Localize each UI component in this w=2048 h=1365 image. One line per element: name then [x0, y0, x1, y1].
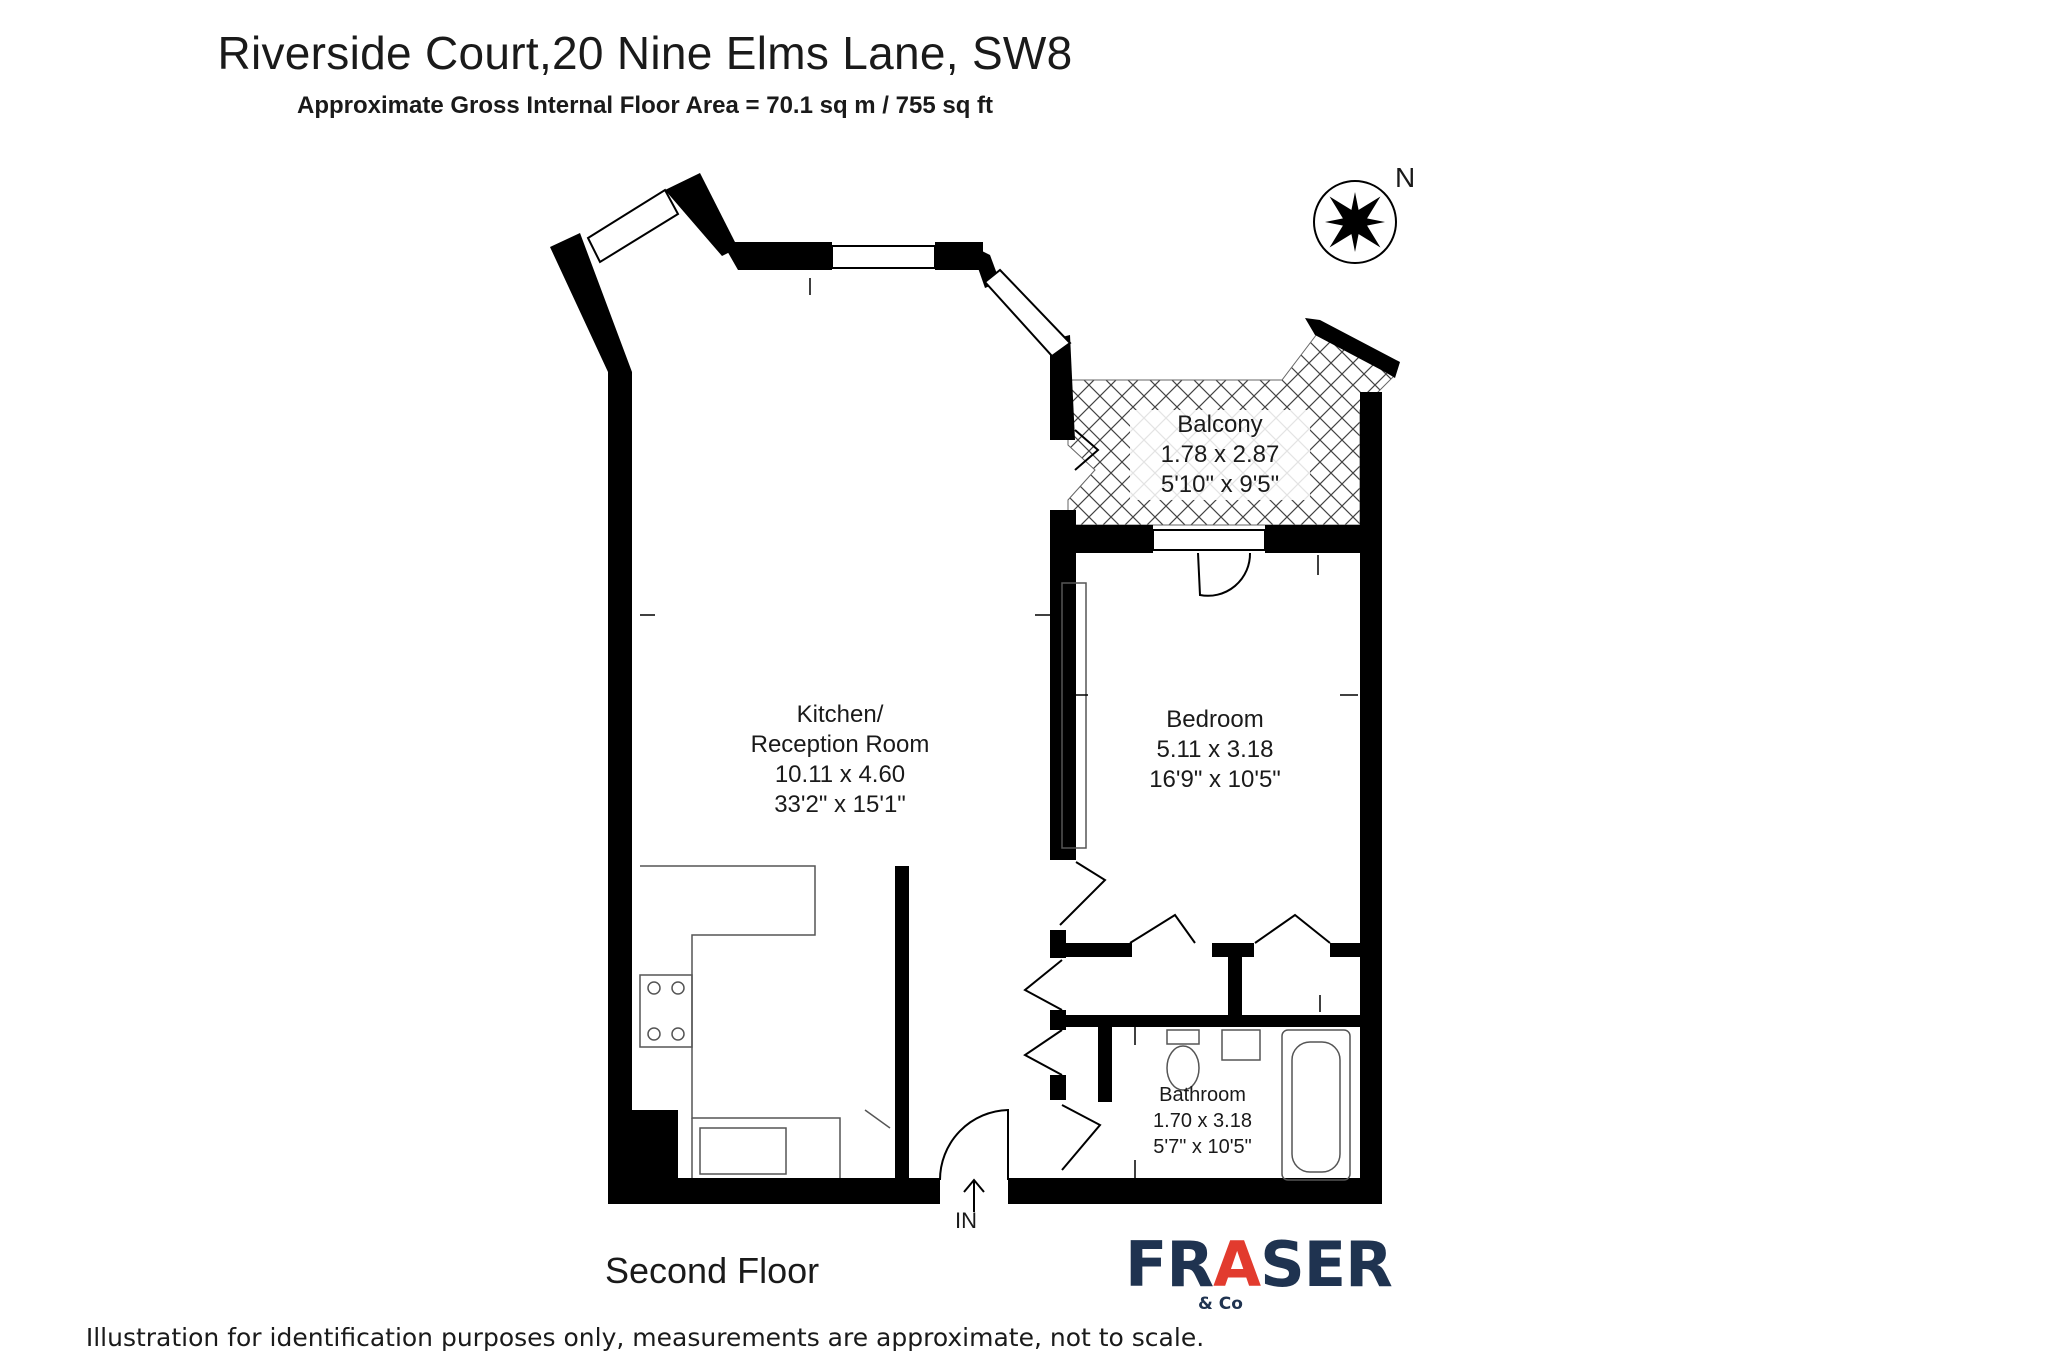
bedroom-wardrobe [1061, 582, 1087, 849]
plan-title: Riverside Court,20 Nine Elms Lane, SW8 [217, 27, 1073, 79]
logo-wordmark: FRASER [1125, 1228, 1393, 1301]
measure-markers [640, 278, 1358, 1178]
balcony-imperial: 5'10" x 9'5" [1160, 471, 1280, 498]
bathroom-name: Bathroom [1159, 1084, 1246, 1106]
walls [550, 173, 1400, 1204]
bedroom-metric: 5.11 x 3.18 [1156, 736, 1274, 763]
kitchen-imperial: 33'2" x 15'1" [774, 791, 906, 818]
balcony-metric: 1.78 x 2.87 [1160, 441, 1280, 468]
kitchen-metric: 10.11 x 4.60 [774, 761, 906, 788]
balcony-name: Balcony [1177, 411, 1263, 438]
entrance-arrow [963, 1178, 985, 1212]
room-balcony-label: Balcony 1.78 x 2.87 5'10" x 9'5" [1130, 410, 1310, 500]
compass-north-label: N [1395, 162, 1416, 193]
kitchen-units [639, 865, 891, 1178]
entrance-label: IN [955, 1208, 977, 1233]
compass-rose [1313, 180, 1397, 264]
bathroom-fixtures [1166, 1029, 1351, 1181]
bathroom-imperial: 5'7" x 10'5" [1153, 1136, 1252, 1158]
kitchen-name-line2: Reception Room [750, 731, 930, 758]
fraser-logo: FRASER & Co [1125, 1228, 1393, 1314]
bedroom-imperial: 16'9" x 10'5" [1149, 766, 1281, 793]
room-bathroom-label: Bathroom 1.70 x 3.18 5'7" x 10'5" [1130, 1082, 1275, 1160]
floor-name: Second Floor [605, 1250, 820, 1291]
disclaimer-footer: Illustration for identification purposes… [85, 1323, 1205, 1352]
doors [939, 429, 1331, 1181]
room-kitchen-label: Kitchen/ Reception Room 10.11 x 4.60 33'… [700, 700, 980, 820]
bathroom-metric: 1.70 x 3.18 [1153, 1110, 1252, 1132]
bedroom-name: Bedroom [1166, 706, 1264, 733]
room-bedroom-label: Bedroom 5.11 x 3.18 16'9" x 10'5" [1110, 705, 1320, 795]
kitchen-name-line1: Kitchen/ [796, 701, 884, 728]
windows [586, 188, 1266, 551]
logo-subtext: & Co [1198, 1294, 1243, 1314]
floor-area-subtitle: Approximate Gross Internal Floor Area = … [297, 92, 993, 119]
